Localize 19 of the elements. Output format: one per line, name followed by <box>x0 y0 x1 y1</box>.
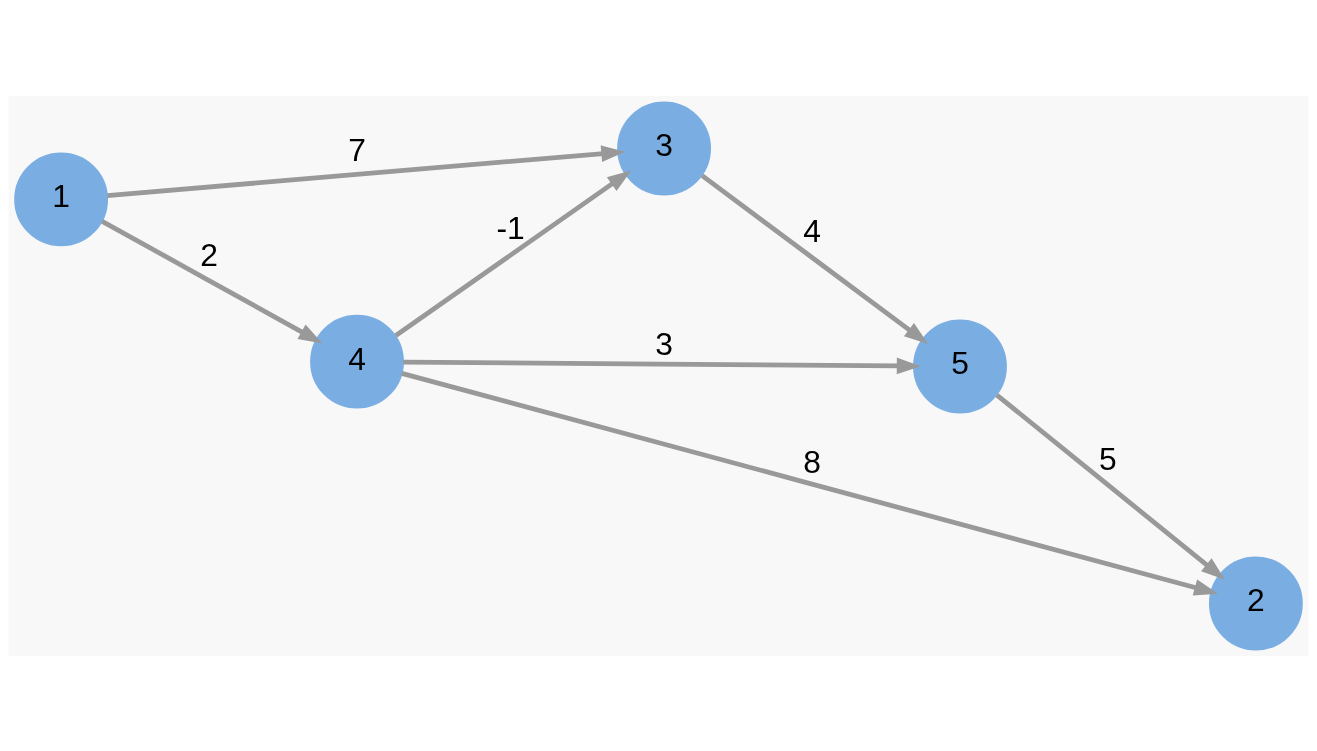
node-circle: 4 <box>310 314 404 409</box>
edge-label: 4 <box>803 212 821 249</box>
arrow <box>101 218 323 343</box>
arrow <box>394 169 632 337</box>
arrow <box>995 392 1225 580</box>
edge-label: 5 <box>1099 440 1117 477</box>
edge-label: -1 <box>496 209 525 246</box>
arrow <box>107 144 626 198</box>
arrow <box>700 173 929 344</box>
node-circle: 2 <box>1208 556 1303 650</box>
node-circle: 3 <box>617 101 711 195</box>
edge-label: 3 <box>655 325 673 362</box>
edge-label: 8 <box>803 443 821 480</box>
node-circle: 1 <box>14 151 109 246</box>
edge-label: 7 <box>348 131 366 168</box>
node-circle: 5 <box>913 319 1007 413</box>
arrow <box>401 370 1218 596</box>
edge-label: 2 <box>200 236 218 273</box>
arrow <box>403 357 921 374</box>
